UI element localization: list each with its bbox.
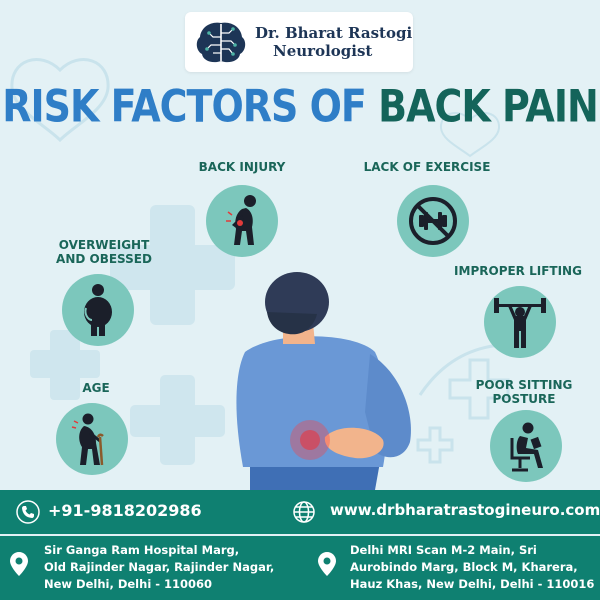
location-pin-icon	[10, 552, 28, 576]
address-2: Delhi MRI Scan M-2 Main, Sri Aurobindo M…	[350, 542, 594, 593]
risk-label-text: AND OBESSED	[56, 252, 152, 266]
address-2-line3: Hauz Khas, New Delhi, Delhi - 110016	[350, 577, 595, 591]
logo-text: Dr. Bharat Rastogi Neurologist	[255, 24, 412, 60]
risk-label-improper-lifting: IMPROPER LIFTING	[452, 264, 584, 278]
logo-title: Neurologist	[273, 42, 373, 60]
risk-label-age: AGE	[66, 381, 126, 395]
page-title: RISK FACTORS OF BACK PAIN	[0, 80, 600, 132]
address-1-line1: Sir Ganga Ram Hospital Marg,	[44, 543, 240, 557]
overweight-person-icon	[62, 274, 134, 346]
elderly-person-icon	[56, 403, 128, 475]
footer-divider	[0, 534, 600, 536]
globe-icon	[293, 501, 315, 523]
risk-label-lack-of-exercise: LACK OF EXERCISE	[352, 160, 502, 174]
address-1-line3: New Delhi, Delhi - 110060	[44, 577, 213, 591]
address-2-line2: Aurobindo Marg, Block M, Kharera,	[350, 560, 578, 574]
phone-icon	[16, 500, 40, 524]
risk-label-text: POSTURE	[492, 392, 556, 406]
risk-label-poor-sitting: POOR SITTING POSTURE	[462, 378, 586, 406]
address-2-line1: Delhi MRI Scan M-2 Main, Sri	[350, 543, 537, 557]
back-pain-man-illustration	[236, 272, 411, 490]
logo-name: Dr. Bharat Rastogi	[255, 24, 413, 42]
background-decoration	[10, 58, 510, 465]
website-link[interactable]: www.drbharatrastogineuro.com	[330, 501, 600, 519]
weightlifter-icon	[484, 286, 556, 358]
contact-row: +91-9818202986 www.drbharatrastogineuro.…	[0, 490, 600, 534]
risk-label-text: LACK OF EXERCISE	[363, 160, 491, 174]
footer: +91-9818202986 www.drbharatrastogineuro.…	[0, 490, 600, 600]
risk-label-text: OVERWEIGHT	[58, 238, 150, 252]
address-1: Sir Ganga Ram Hospital Marg, Old Rajinde…	[44, 542, 274, 593]
risk-label-text: IMPROPER LIFTING	[454, 264, 582, 278]
title-part2: BACK PAIN	[378, 80, 599, 132]
risk-label-overweight: OVERWEIGHT AND OBESSED	[42, 238, 166, 266]
logo-card: Dr. Bharat Rastogi Neurologist	[185, 12, 413, 72]
sitting-person-icon	[490, 410, 562, 482]
phone-number-link[interactable]: +91-9818202986	[48, 501, 202, 520]
title-part1: RISK FACTORS OF	[2, 80, 367, 132]
location-pin-icon	[318, 552, 336, 576]
back-injury-icon	[206, 185, 278, 257]
risk-label-text: BACK INJURY	[198, 160, 286, 174]
brain-logo-icon	[196, 22, 246, 63]
no-dumbbell-icon	[397, 185, 469, 257]
risk-label-back-injury: BACK INJURY	[182, 160, 302, 174]
risk-label-text: AGE	[82, 381, 110, 395]
address-1-line2: Old Rajinder Nagar, Rajinder Nagar,	[44, 560, 275, 574]
risk-label-text: POOR SITTING	[475, 378, 573, 392]
